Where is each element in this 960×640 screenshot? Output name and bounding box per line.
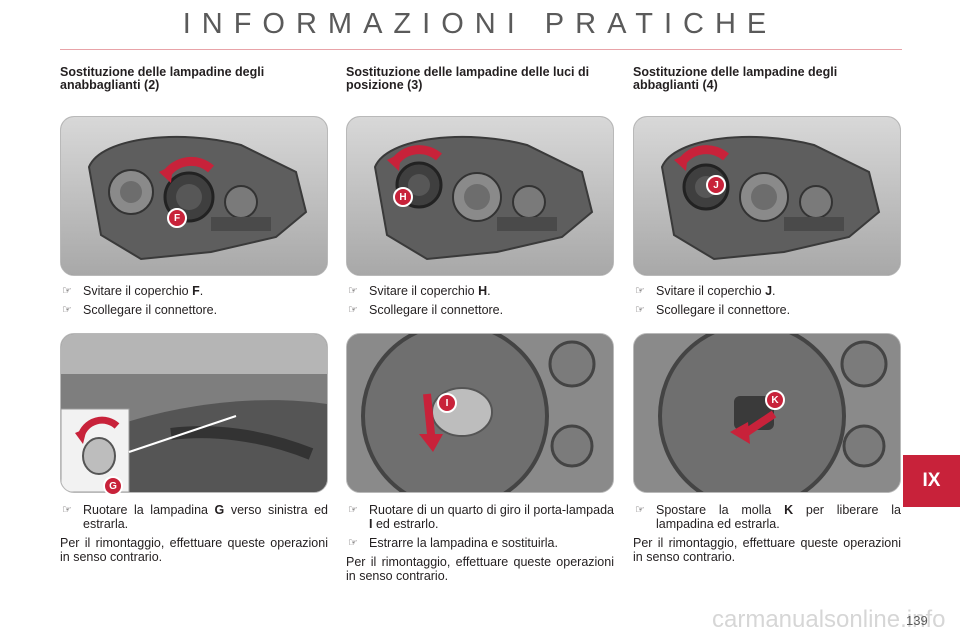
steps-list: ☞Svitare il coperchio H. ☞Scollegare il … — [346, 284, 614, 322]
callout-badge: G — [103, 476, 123, 496]
steps-list: ☞Ruotare la lampadina G verso sinistra e… — [60, 503, 328, 564]
steps-list: ☞Ruotare di un quarto di giro il porta-l… — [346, 503, 614, 583]
bulb-spring-image — [633, 333, 901, 493]
steps-list: ☞Svitare il coperchio J. ☞Scollegare il … — [633, 284, 901, 322]
page-title: INFORMAZIONI PRATICHE — [182, 8, 778, 40]
headlamp-image-sidelights — [346, 116, 614, 276]
hand-pointer-icon: ☞ — [348, 285, 358, 297]
reassembly-note: Per il rimontaggio, effettuare queste op… — [346, 555, 614, 583]
callout-badge: H — [393, 187, 413, 207]
step-item: ☞Scollegare il connettore. — [635, 303, 791, 317]
callout-badge: J — [706, 175, 726, 195]
step-item: ☞Spostare la molla K per liberare la lam… — [635, 503, 901, 531]
section-low-beam: Sostituzione delle lampadine degli anabb… — [60, 66, 328, 106]
title-divider — [60, 49, 902, 50]
step-item: ☞Ruotare la lampadina G verso sinistra e… — [62, 503, 329, 531]
section-title: Sostituzione delle lampadine degli abbag… — [633, 65, 838, 92]
page-number: 139 — [906, 613, 928, 628]
chapter-tab[interactable]: IX — [903, 455, 960, 507]
hand-pointer-icon: ☞ — [348, 504, 358, 516]
watermark: carmanualsonline.info — [712, 606, 946, 633]
engine-bay-image — [60, 333, 328, 493]
callout-badge: F — [167, 208, 187, 228]
hand-pointer-icon: ☞ — [62, 504, 72, 516]
callout-badge: K — [765, 390, 785, 410]
step-item: ☞Svitare il coperchio H. — [348, 284, 491, 298]
steps-list: ☞Spostare la molla K per liberare la lam… — [633, 503, 901, 564]
headlamp-image-high-beam — [633, 116, 901, 276]
step-item: ☞Scollegare il connettore. — [62, 303, 218, 317]
hand-pointer-icon: ☞ — [635, 504, 645, 516]
reassembly-note: Per il rimontaggio, effettuare queste op… — [633, 536, 901, 564]
section-sidelights: Sostituzione delle lampadine delle luci … — [346, 66, 614, 106]
hand-pointer-icon: ☞ — [635, 304, 645, 316]
hand-pointer-icon: ☞ — [348, 537, 358, 549]
callout-badge: I — [437, 393, 457, 413]
reassembly-note: Per il rimontaggio, effettuare queste op… — [60, 536, 328, 564]
hand-pointer-icon: ☞ — [635, 285, 645, 297]
section-title: Sostituzione delle lampadine delle luci … — [346, 65, 590, 92]
hand-pointer-icon: ☞ — [62, 304, 72, 316]
hand-pointer-icon: ☞ — [348, 304, 358, 316]
hand-pointer-icon: ☞ — [62, 285, 72, 297]
step-item: ☞Svitare il coperchio F. — [62, 284, 204, 298]
lamp-holder-image — [346, 333, 614, 493]
section-title: Sostituzione delle lampadine degli anabb… — [60, 65, 265, 92]
section-high-beam: Sostituzione delle lampadine degli abbag… — [633, 66, 901, 106]
step-item: ☞Estrarre la lampadina e sostituirla. — [348, 536, 558, 550]
step-item: ☞Svitare il coperchio J. — [635, 284, 776, 298]
step-item: ☞Ruotare di un quarto di giro il porta-l… — [348, 503, 614, 531]
step-item: ☞Scollegare il connettore. — [348, 303, 504, 317]
steps-list: ☞Svitare il coperchio F. ☞Scollegare il … — [60, 284, 328, 322]
headlamp-image-low-beam — [60, 116, 328, 276]
